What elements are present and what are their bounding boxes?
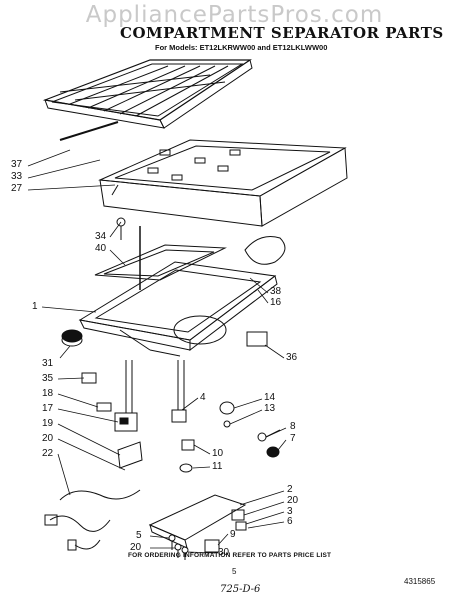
- control-knob-part: [61, 329, 83, 347]
- callout-37: 37: [11, 159, 23, 170]
- connector-part: [96, 402, 112, 412]
- damper-part: [171, 360, 187, 423]
- callout-18: 18: [42, 388, 54, 399]
- ordering-footer: FOR ORDERING INFORMATION REFER TO PARTS …: [128, 552, 332, 559]
- callout-9: 9: [230, 529, 236, 540]
- callout-33: 33: [11, 171, 23, 182]
- callout-4: 4: [200, 392, 206, 403]
- clip-part: [81, 372, 97, 384]
- callout-19: 19: [42, 418, 54, 429]
- light-cover-part: [246, 331, 268, 347]
- callout-20-right: 20: [287, 495, 299, 506]
- wire-harness-part: [44, 489, 141, 551]
- callout-2: 2: [287, 484, 293, 495]
- callout-27: 27: [11, 183, 23, 194]
- screw-part: [257, 429, 281, 458]
- callout-31: 31: [42, 358, 54, 369]
- bracket-part: [94, 217, 227, 290]
- callout-11: 11: [212, 461, 223, 472]
- callout-17: 17: [42, 403, 54, 414]
- separator-tray-part: [98, 139, 348, 227]
- callout-14: 14: [264, 392, 276, 403]
- page-number: 5: [232, 567, 237, 576]
- document-number: 4315865: [404, 577, 436, 586]
- callout-30: 30: [218, 547, 230, 558]
- callout-34: 34: [95, 231, 107, 242]
- callout-3: 3: [287, 506, 293, 517]
- grille-shelf-part: [42, 59, 253, 141]
- grommet-part: [179, 463, 193, 473]
- handwritten-note: 725-D-6: [220, 584, 261, 595]
- callout-38: 38: [270, 286, 282, 297]
- callout-8: 8: [290, 421, 296, 432]
- mounting-bracket-part: [117, 441, 143, 469]
- watermark: AppliancePartsPros.com: [85, 2, 384, 28]
- main-frame-part: [78, 261, 278, 357]
- diagram-title: COMPARTMENT SEPARATOR PARTS: [120, 24, 444, 42]
- cover-part: [244, 236, 286, 265]
- leader-lines: [27, 149, 287, 554]
- callout-5: 5: [136, 530, 142, 541]
- callout-1: 1: [32, 301, 38, 312]
- callout-35: 35: [42, 373, 54, 384]
- callout-20-bottom: 20: [130, 542, 142, 553]
- callout-40: 40: [95, 243, 107, 254]
- callout-20: 20: [42, 433, 54, 444]
- housing-part: [148, 494, 247, 553]
- callout-16: 16: [270, 297, 282, 308]
- callout-10: 10: [212, 448, 224, 459]
- callout-13: 13: [264, 403, 276, 414]
- model-numbers: For Models: ET12LKRWW00 and ET12LKLWW00: [155, 43, 328, 52]
- callout-22: 22: [42, 448, 54, 459]
- callout-36: 36: [286, 352, 298, 363]
- callout-7: 7: [290, 433, 296, 444]
- switch-part: [181, 439, 195, 451]
- callout-6: 6: [287, 516, 293, 527]
- thermostat-part: [114, 360, 138, 432]
